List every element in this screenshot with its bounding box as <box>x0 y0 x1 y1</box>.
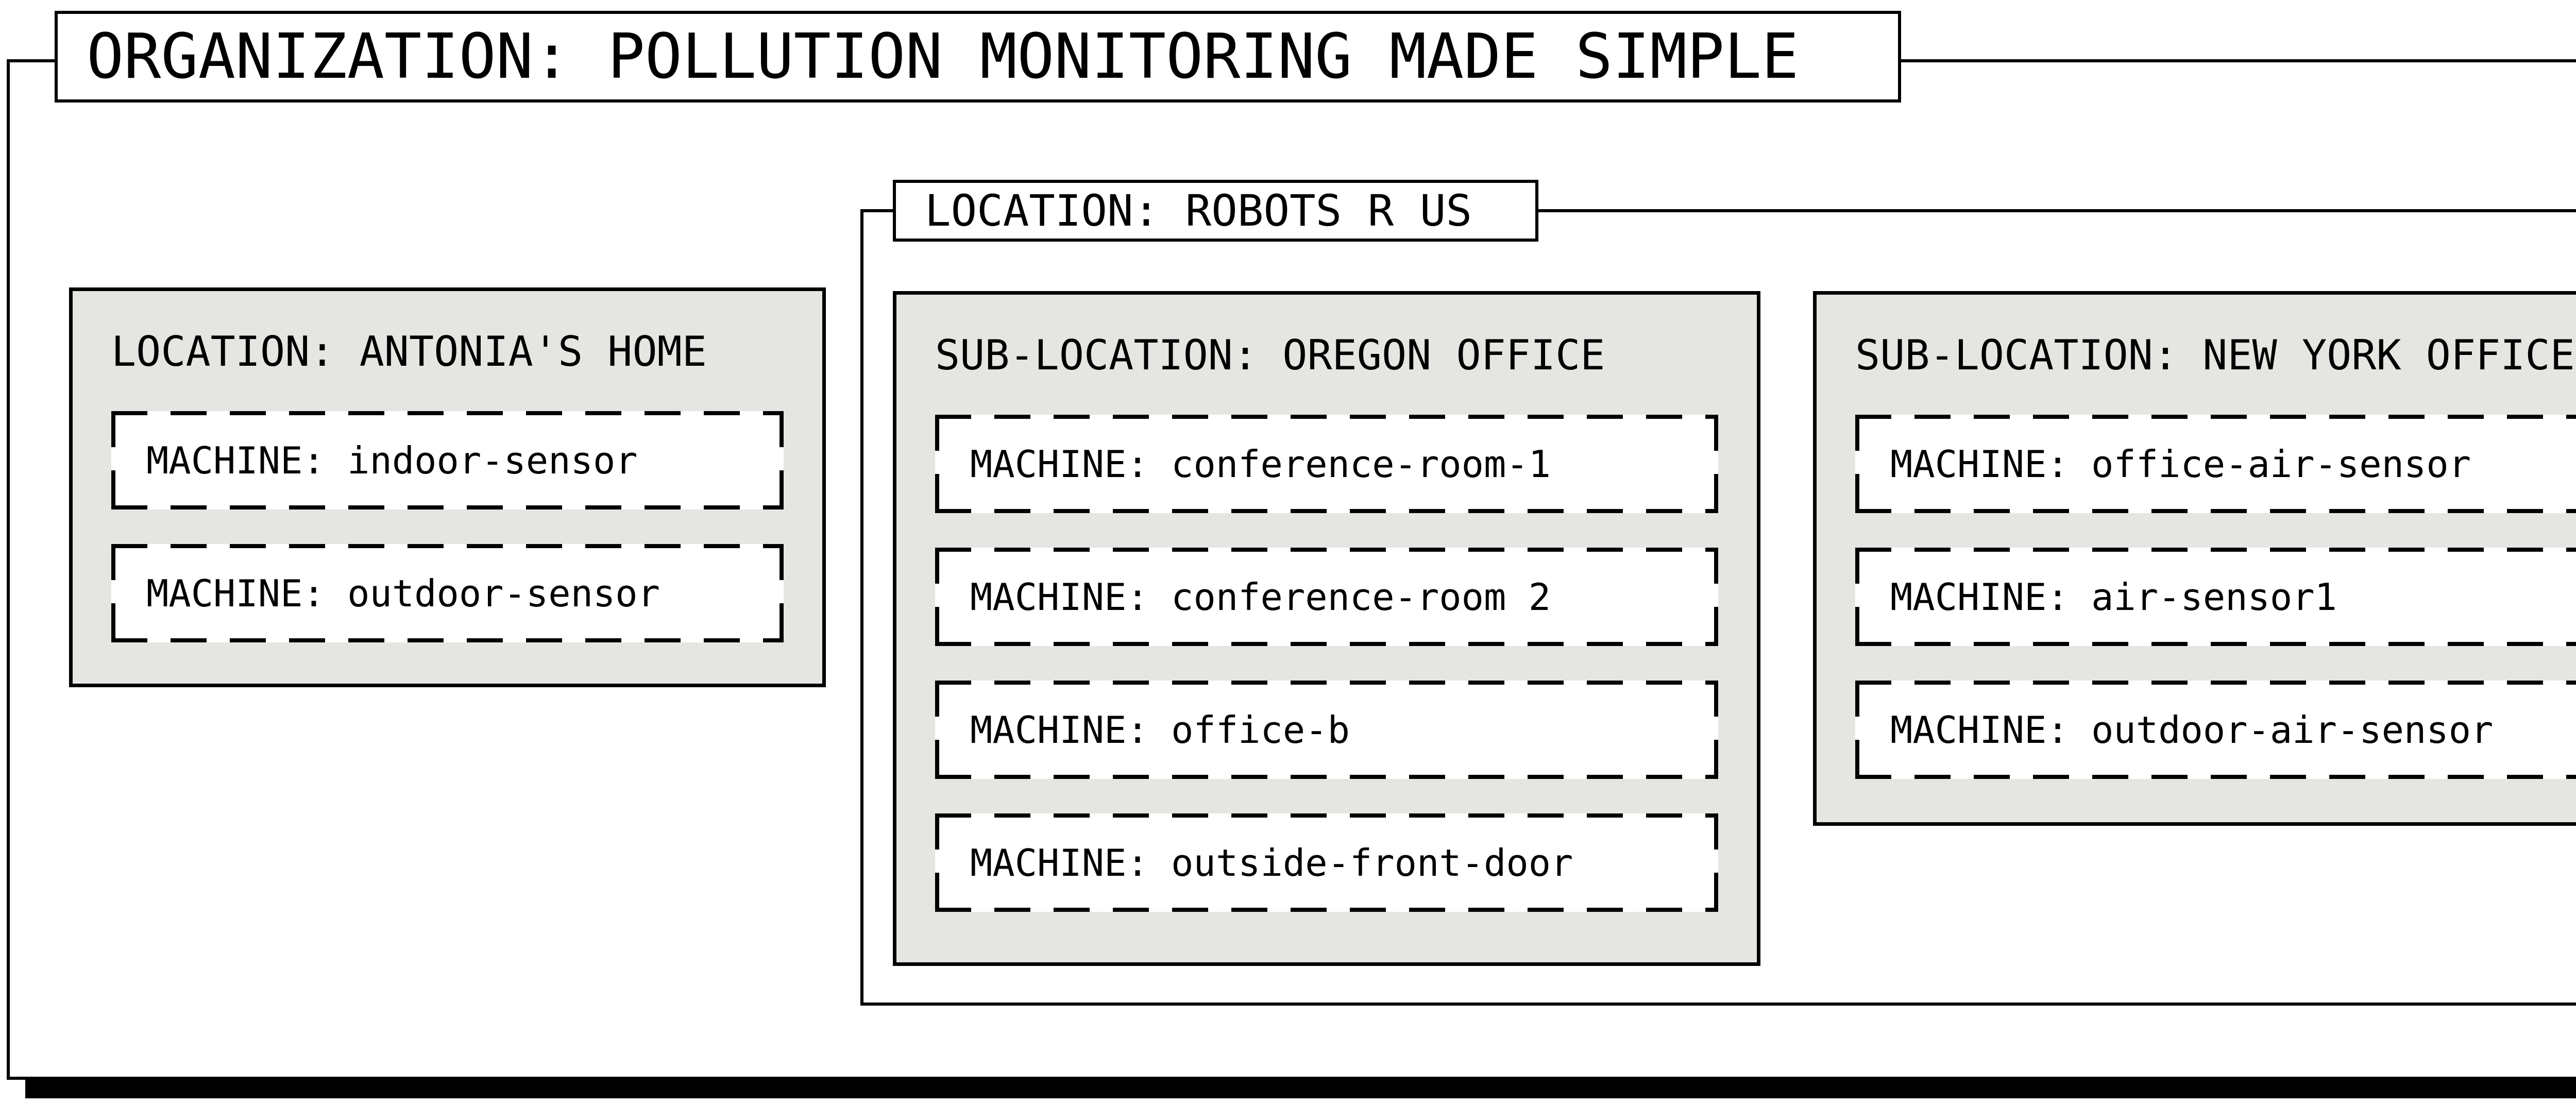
machine-indoor-sensor: MACHINE: indoor-sensor <box>111 411 784 509</box>
machine-office-b: MACHINE: office-b <box>935 681 1718 779</box>
machine-label: MACHINE: conference-room 2 <box>970 575 1551 619</box>
machine-outdoor-air-sensor: MACHINE: outdoor-air-sensor <box>1855 681 2576 779</box>
machine-label: MACHINE: office-b <box>970 708 1350 752</box>
machine-label: MACHINE: air-sensor1 <box>1890 575 2337 619</box>
machine-label: MACHINE: outdoor-air-sensor <box>1890 708 2494 752</box>
sublocation-box-new-york-office: SUB-LOCATION: NEW YORK OFFICE MACHINE: o… <box>1813 291 2576 826</box>
machine-label: MACHINE: outdoor-sensor <box>146 571 660 615</box>
machine-office-air-sensor: MACHINE: office-air-sensor <box>1855 415 2576 513</box>
sublocation-header: SUB-LOCATION: NEW YORK OFFICE <box>1855 331 2575 379</box>
organization-title-box: ORGANIZATION: POLLUTION MONITORING MADE … <box>55 11 1901 103</box>
location-box-robots-r-us <box>860 209 2576 1006</box>
location-header: LOCATION: ANTONIA'S HOME <box>111 328 707 376</box>
sublocation-box-oregon-office: SUB-LOCATION: OREGON OFFICE MACHINE: con… <box>893 291 1760 966</box>
organization-title: ORGANIZATION: POLLUTION MONITORING MADE … <box>87 21 1799 93</box>
location-label-robots-r-us: LOCATION: ROBOTS R US <box>893 180 1538 242</box>
sublocation-header: SUB-LOCATION: OREGON OFFICE <box>935 331 1605 379</box>
machine-conference-room-1: MACHINE: conference-room-1 <box>935 415 1718 513</box>
machine-conference-room-2: MACHINE: conference-room 2 <box>935 548 1718 646</box>
machine-label: MACHINE: outside-front-door <box>970 841 1573 885</box>
machine-label: MACHINE: indoor-sensor <box>146 438 638 482</box>
machine-outdoor-sensor: MACHINE: outdoor-sensor <box>111 544 784 642</box>
machine-outside-front-door: MACHINE: outside-front-door <box>935 813 1718 912</box>
location-box-antonias-home: LOCATION: ANTONIA'S HOME MACHINE: indoor… <box>69 287 826 687</box>
machine-label: MACHINE: conference-room-1 <box>970 442 1551 486</box>
location-header: LOCATION: ROBOTS R US <box>925 185 1472 236</box>
machine-label: MACHINE: office-air-sensor <box>1890 442 2471 486</box>
machine-air-sensor1: MACHINE: air-sensor1 <box>1855 548 2576 646</box>
